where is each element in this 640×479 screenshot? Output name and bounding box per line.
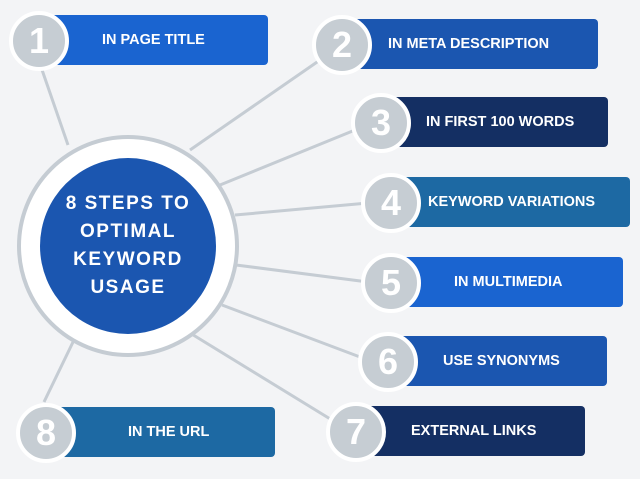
- step-4-label: KEYWORD VARIATIONS: [428, 194, 596, 210]
- step-7-bar: EXTERNAL LINKS: [365, 406, 585, 456]
- step-7-label: EXTERNAL LINKS: [411, 423, 537, 439]
- step-4-number: 4: [380, 182, 402, 223]
- connector-4: [234, 201, 369, 217]
- step-3-label: IN FIRST 100 WORDS: [426, 114, 575, 130]
- step-6-number: 6: [377, 341, 399, 382]
- connector-1: [38, 63, 70, 146]
- step-6-bar: USE SYNONYMS: [397, 336, 607, 386]
- step-3-bar: IN FIRST 100 WORDS: [390, 97, 608, 147]
- connector-6: [221, 303, 369, 362]
- connector-8: [42, 339, 76, 403]
- step-2-label: IN META DESCRIPTION: [388, 36, 550, 52]
- step-6-label: USE SYNONYMS: [443, 353, 560, 369]
- step-8-label: IN THE URL: [128, 424, 210, 440]
- step-5-label: IN MULTIMEDIA: [454, 274, 563, 290]
- step-7-number: 7: [345, 411, 367, 452]
- connector-3: [219, 126, 361, 187]
- step-5-bar: IN MULTIMEDIA: [400, 257, 623, 307]
- step-2-badge: 2: [312, 15, 372, 75]
- step-1-number: 1: [28, 20, 50, 61]
- step-5-badge: 5: [361, 253, 421, 313]
- step-3-number: 3: [370, 102, 392, 143]
- connector-7: [189, 331, 341, 427]
- step-7-badge: 7: [326, 402, 386, 462]
- step-6-badge: 6: [358, 332, 418, 392]
- connector-2: [189, 58, 321, 152]
- hub-title: 8 STEPS TO OPTIMAL KEYWORD USAGE: [65, 193, 191, 298]
- hub-circle: 8 STEPS TO OPTIMAL KEYWORD USAGE: [40, 158, 216, 334]
- step-8-number: 8: [35, 412, 57, 453]
- step-1-label: IN PAGE TITLE: [102, 32, 205, 48]
- step-8-badge: 8: [16, 403, 76, 463]
- step-1-bar: IN PAGE TITLE: [50, 15, 268, 65]
- step-8-bar: IN THE URL: [52, 407, 275, 457]
- step-2-number: 2: [331, 24, 353, 65]
- step-3-badge: 3: [351, 93, 411, 153]
- step-4-bar: KEYWORD VARIATIONS: [400, 177, 630, 227]
- connector-5: [235, 263, 369, 284]
- step-2-bar: IN META DESCRIPTION: [350, 19, 598, 69]
- step-1-badge: 1: [9, 11, 69, 71]
- step-5-number: 5: [380, 262, 402, 303]
- step-4-badge: 4: [361, 173, 421, 233]
